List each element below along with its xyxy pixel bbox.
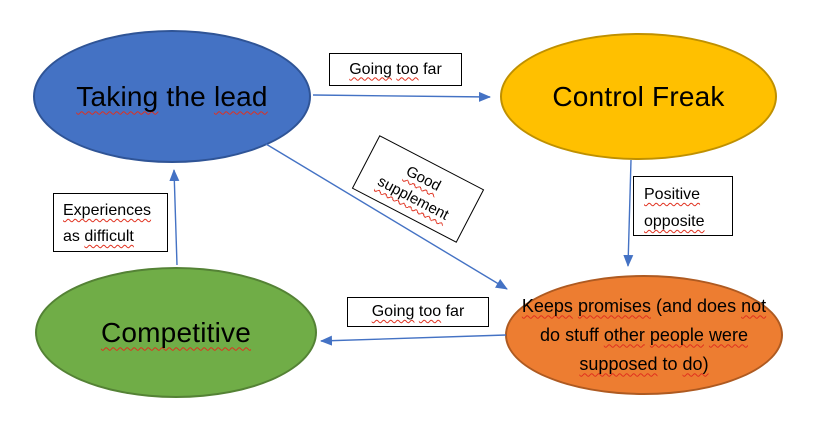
node-keeps-promises-label: Keeps promises (and does not do stuff ot… [514,292,774,379]
arrow-keeps-promises-to-competitive [320,334,507,346]
node-keeps-promises-line-3: supposed to do) [579,353,709,374]
edge-label-going-too-far-bottom-text: Going too far [371,303,465,320]
node-keeps-promises-line-1: Keeps promises (and does not [521,295,767,316]
node-control-freak-label: Control Freak [552,80,725,112]
arrow-control-freak-to-keeps-promises [623,159,634,267]
node-taking-the-lead-label: Taking the lead [76,80,268,112]
node-keeps-promises-line-2: do stuff other people were [540,324,748,345]
edge-label-experiences-line-1: Experiences [63,202,152,219]
node-control-freak: Control Freak [500,33,777,160]
node-taking-the-lead: Taking the lead [33,30,311,163]
edge-label-going-too-far-top-text: Going too far [349,60,442,78]
edge-label-experiences-line-2: as difficult [63,228,134,245]
edge-label-going-too-far-top: Going too far [329,53,462,86]
node-competitive-label: Competitive [100,316,252,348]
edge-label-good-supplement: Good supplement [351,135,485,243]
edge-label-positive-opposite-line-2: opposite [644,213,705,230]
arrow-lead-to-control-freak [312,91,491,102]
edge-label-going-too-far-bottom: Going too far [347,297,489,327]
edge-label-positive-opposite-line-1: Positive [644,186,701,203]
arrow-competitive-to-lead [169,169,180,266]
node-keeps-promises: Keeps promises (and does not do stuff ot… [505,275,783,395]
node-competitive: Competitive [35,267,317,398]
edge-label-positive-opposite: Positive opposite [633,176,733,236]
edge-label-experiences-as-difficult: Experiences as difficult [53,193,168,252]
